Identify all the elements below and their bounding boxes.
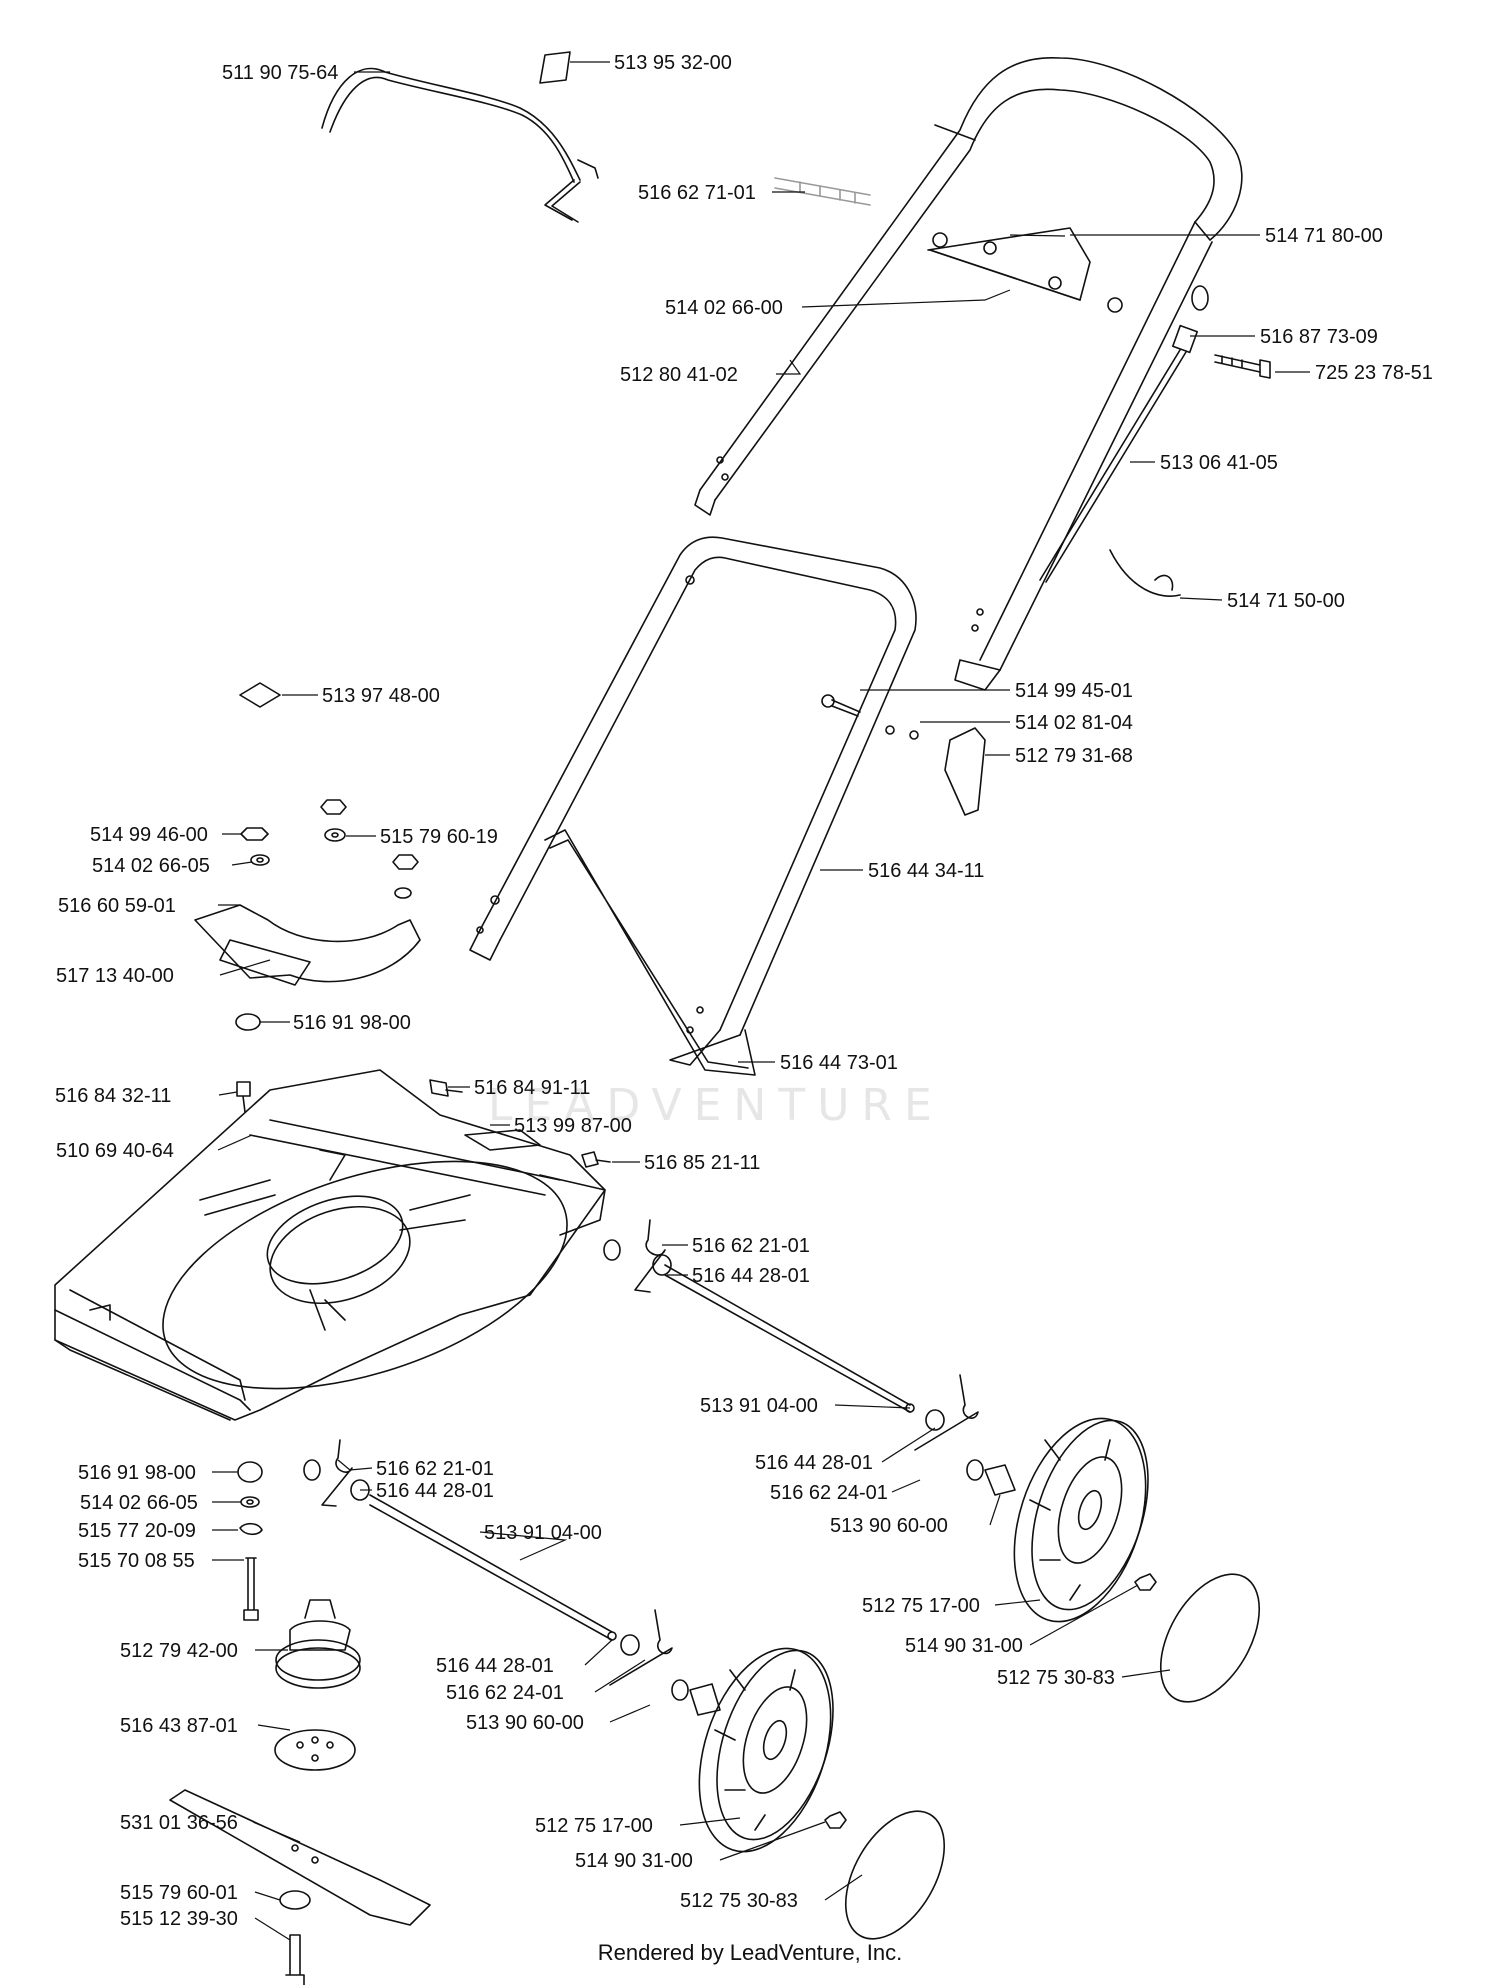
label-axle-rear: 513 91 04-00 [484, 1522, 602, 1544]
label-blade-bolt: 515 12 39-30 [120, 1908, 238, 1930]
label-deck-decal: 513 99 87-00 [514, 1115, 632, 1137]
label-cable-guide: 516 87 73-09 [1260, 326, 1378, 348]
label-screw-c: 516 85 21-11 [644, 1152, 760, 1174]
label-washer-motor: 514 02 66-05 [80, 1492, 198, 1514]
handle-bolt-b-drawing [821, 694, 861, 717]
label-motor: 512 79 42-00 [120, 1640, 238, 1662]
footer-credit: Rendered by LeadVenture, Inc. [597, 1940, 903, 1965]
label-hubcap-rear-right: 512 75 30-83 [680, 1890, 798, 1912]
label-nut-front-right: 514 90 31-00 [905, 1635, 1023, 1657]
blade-washer-drawing [279, 1890, 311, 1910]
label-spring-front-right: 516 62 24-01 [770, 1482, 888, 1504]
label-lower-handle: 516 44 34-11 [868, 860, 984, 882]
motor-drawing [275, 1599, 361, 1689]
label-handle-bolt: 725 23 78-51 [1315, 362, 1433, 384]
label-decal-small: 513 97 48-00 [322, 685, 440, 707]
label-hubcap-front-right: 512 75 30-83 [997, 1667, 1115, 1689]
label-bushing-motor: 516 91 98-00 [78, 1462, 196, 1484]
label-washer-front: 516 44 28-01 [692, 1265, 810, 1287]
handle-knob-drawing [944, 727, 986, 816]
blade-adapter-drawing [274, 1729, 356, 1771]
leader-lines [212, 61, 1310, 1941]
handle-bolt-drawing [1214, 354, 1271, 379]
label-deflector: 516 60 59-01 [58, 895, 176, 917]
deflector-drawing [194, 904, 421, 986]
decal-diamond-drawing [239, 682, 281, 708]
label-nut-a: 514 99 46-00 [90, 824, 208, 846]
screw-left-drawing [236, 1081, 251, 1113]
cable-clip-drawing [1109, 549, 1181, 597]
label-screw-right: 516 84 91-11 [474, 1077, 590, 1099]
label-washer-rear-right: 516 44 28-01 [436, 1655, 554, 1677]
label-lockwasher-motor: 515 77 20-09 [78, 1520, 196, 1542]
label-spring-rear: 516 62 21-01 [376, 1458, 494, 1480]
label-blade: 531 01 36-56 [120, 1812, 238, 1834]
blade-bolt-drawing [285, 1934, 305, 1985]
rear-axle-assembly [303, 1439, 721, 1716]
pin-drawing [774, 177, 871, 206]
cable-guide-drawing [1171, 324, 1199, 354]
label-washer-a: 514 02 81-04 [1015, 712, 1133, 734]
label-blade-washer: 515 79 60-01 [120, 1882, 238, 1904]
lower-handle-drawing [469, 536, 917, 1066]
motor-hardware-drawing [237, 1461, 263, 1621]
label-handle-bracket: 514 02 66-00 [665, 297, 783, 319]
hubcap-front-right-drawing [1159, 1573, 1261, 1703]
rear-right-wheel-drawing [698, 1647, 834, 1853]
front-right-wheel-drawing [1013, 1417, 1149, 1623]
upper-handle-drawing [694, 57, 1243, 691]
grass-rod-drawing [544, 829, 756, 1076]
label-bolt-motor: 515 70 08 55 [78, 1550, 195, 1572]
blade-drawing [169, 1789, 431, 1926]
screw-c-drawing [581, 1151, 611, 1168]
watermark: LEADVENTURE [488, 1080, 944, 1131]
label-pin: 516 62 71-01 [638, 182, 756, 204]
mower-deck-drawing [54, 1069, 606, 1421]
nut-front-right-drawing [1134, 1573, 1157, 1591]
decal-top-drawing [539, 51, 571, 84]
bushing-top-drawing [235, 1013, 261, 1031]
label-washer-front-right: 516 44 28-01 [755, 1452, 873, 1474]
label-wheel-rear-right: 512 75 17-00 [535, 1815, 653, 1837]
label-axle-front: 513 91 04-00 [700, 1395, 818, 1417]
washer-a-drawing [909, 730, 919, 740]
label-screw-left: 516 84 32-11 [55, 1085, 171, 1107]
screw-right-drawing [429, 1079, 463, 1097]
label-bail-handle: 511 90 75-64 [222, 62, 338, 84]
label-deflector-decal: 517 13 40-00 [56, 965, 174, 987]
label-handle-bolt-b: 514 99 45-01 [1015, 680, 1133, 702]
label-handle-knob: 512 79 31-68 [1015, 745, 1133, 767]
label-washer-rear: 516 44 28-01 [376, 1480, 494, 1502]
label-deck: 510 69 40-64 [56, 1140, 174, 1162]
nut-rear-right-drawing [824, 1811, 847, 1829]
label-cable-clip: 514 71 50-00 [1227, 590, 1345, 612]
small-hardware-left [240, 799, 419, 899]
label-blade-adapter: 516 43 87-01 [120, 1715, 238, 1737]
part-labels: 511 90 75-64 513 95 32-00 516 62 71-01 5… [55, 52, 1433, 1930]
bracket-plate-drawing [927, 227, 1123, 313]
label-upper-handle: 512 80 41-02 [620, 364, 738, 386]
label-spring-front: 516 62 21-01 [692, 1235, 810, 1257]
label-wheel-front-right: 512 75 17-00 [862, 1595, 980, 1617]
label-bushing-rear-right: 513 90 60-00 [466, 1712, 584, 1734]
label-decal-top: 513 95 32-00 [614, 52, 732, 74]
bail-handle-drawing [321, 67, 599, 223]
label-bushing-front-right: 513 90 60-00 [830, 1515, 948, 1537]
label-washer-b: 515 79 60-19 [380, 826, 498, 848]
label-bushing-top: 516 91 98-00 [293, 1012, 411, 1034]
label-spring-rear-right: 516 62 24-01 [446, 1682, 564, 1704]
label-nut-rear-right: 514 90 31-00 [575, 1850, 693, 1872]
label-handle-screws: 514 71 80-00 [1265, 225, 1383, 247]
control-cable-drawing [1039, 349, 1187, 583]
label-control-cable: 513 06 41-05 [1160, 452, 1278, 474]
label-washer-c: 514 02 66-05 [92, 855, 210, 877]
front-axle-assembly [603, 1219, 1016, 1496]
label-grass-rod: 516 44 73-01 [780, 1052, 898, 1074]
hubcap-rear-right-drawing [844, 1810, 946, 1940]
